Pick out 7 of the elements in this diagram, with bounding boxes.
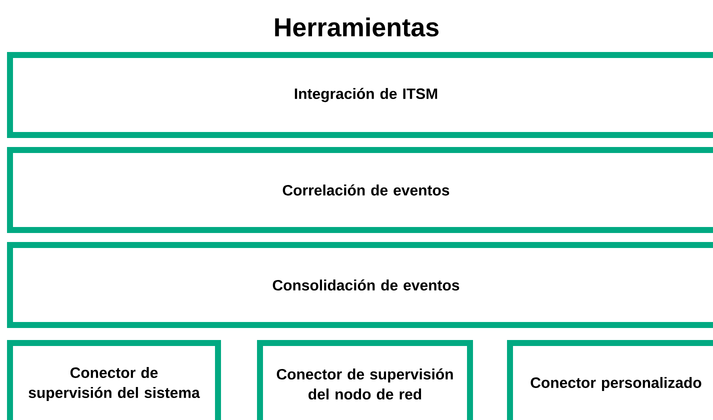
layer-box: Conector personalizado bbox=[507, 340, 713, 420]
layer-box: Conector de supervisión del sistema bbox=[7, 340, 221, 420]
layer-box: Correlación de eventos bbox=[7, 147, 713, 233]
layer-box: Conector de supervisión del nodo de red bbox=[257, 340, 473, 420]
layer-box: Consolidación de eventos bbox=[7, 242, 713, 328]
layer-box: Integración de ITSM bbox=[7, 52, 713, 138]
title: Herramientas bbox=[275, 17, 438, 37]
